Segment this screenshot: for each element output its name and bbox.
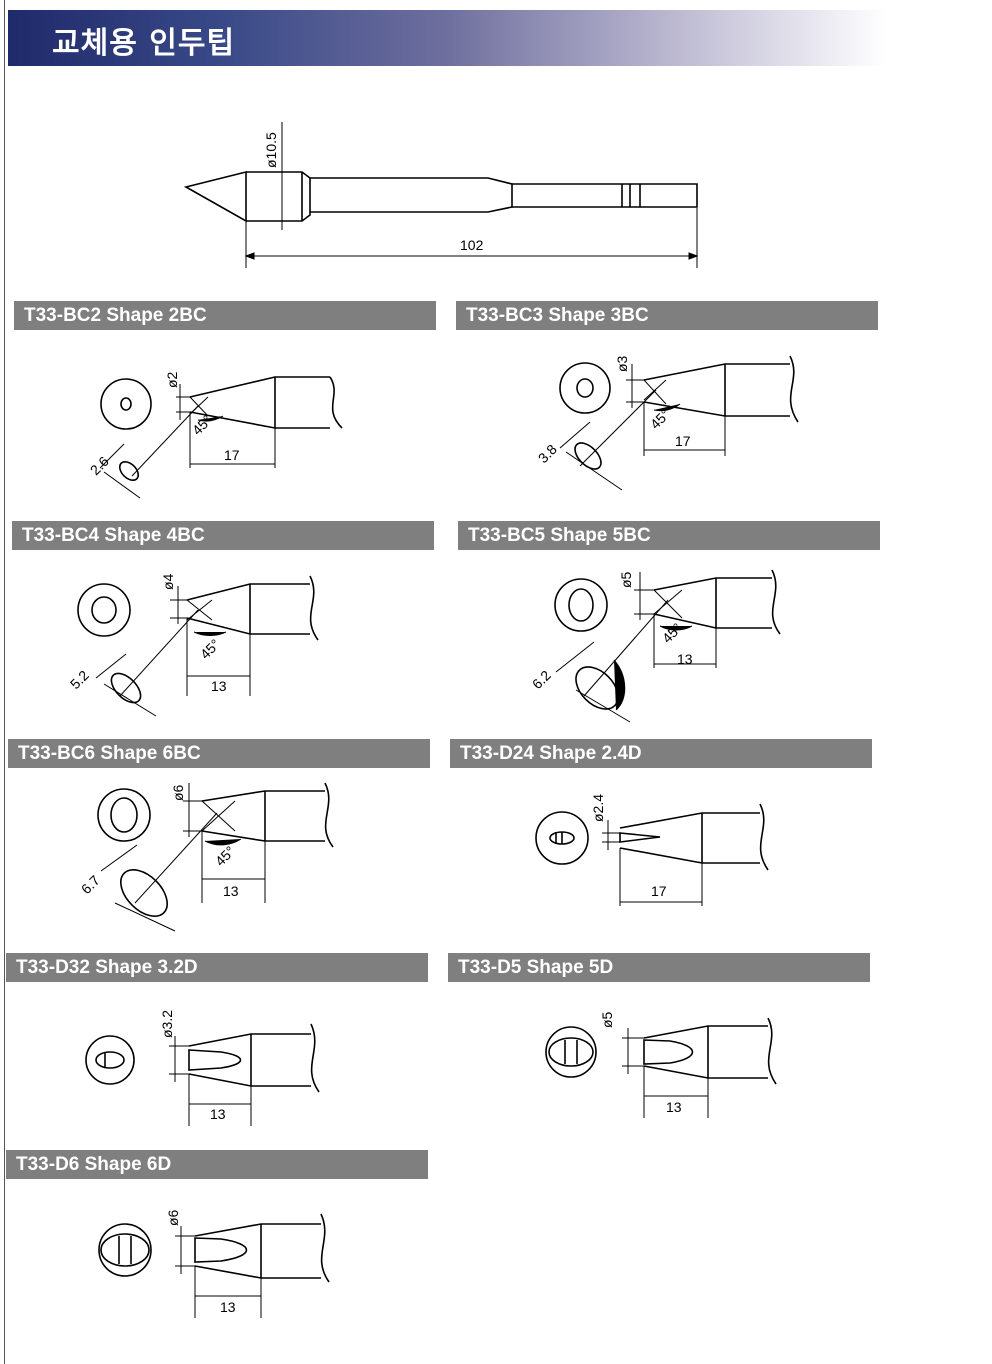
bc4-dia-label: ø4 xyxy=(160,573,176,590)
d6-length-label: 13 xyxy=(220,1299,236,1315)
section-title: T33-D32 Shape 3.2D xyxy=(16,957,198,978)
d6-dia-label: ø6 xyxy=(165,1209,181,1226)
section-bar-bc2: T33-BC2 Shape 2BC xyxy=(14,301,436,330)
bc6-dia-label: ø6 xyxy=(170,784,186,801)
section-bar-d24: T33-D24 Shape 2.4D xyxy=(450,739,872,768)
section-bar-bc5: T33-BC5 Shape 5BC xyxy=(458,521,880,550)
overall-tip-drawing: ø10.5 102 xyxy=(183,122,699,268)
overall-diameter-label: ø10.5 xyxy=(263,132,279,168)
bc3-dia-label: ø3 xyxy=(614,355,630,372)
bc6-length-label: 13 xyxy=(223,883,239,899)
tip-drawing-bc5: ø5 45° 13 6.2 xyxy=(529,569,781,723)
tip-drawing-d32: ø3.2 13 xyxy=(85,1010,320,1126)
section-title: T33-BC5 Shape 5BC xyxy=(468,525,651,546)
d32-length-label: 13 xyxy=(210,1106,226,1122)
d24-dia-label: ø2.4 xyxy=(590,794,606,822)
section-bar-d6: T33-D6 Shape 6D xyxy=(6,1150,428,1179)
bc3-length-label: 17 xyxy=(675,433,691,449)
section-title: T33-D6 Shape 6D xyxy=(16,1154,172,1175)
bc6-face-label: 6.7 xyxy=(78,872,103,897)
d24-length-label: 17 xyxy=(651,883,667,899)
tip-drawing-bc6: ø6 45° 13 6.7 xyxy=(78,782,334,932)
bc5-dia-label: ø5 xyxy=(618,571,634,588)
section-bar-bc6: T33-BC6 Shape 6BC xyxy=(8,739,430,768)
page-left-rule xyxy=(4,0,5,1364)
bc2-length-label: 17 xyxy=(224,447,240,463)
bc2-dia-label: ø2 xyxy=(164,371,180,388)
bc6-angle-label: 45° xyxy=(212,843,238,869)
tip-drawing-bc4: ø4 45° 13 5.2 xyxy=(67,573,319,717)
bc5-face-label: 6.2 xyxy=(529,667,554,692)
tip-drawing-d5: ø5 13 xyxy=(545,1011,777,1118)
overall-length-label: 102 xyxy=(460,237,484,253)
section-title: T33-D5 Shape 5D xyxy=(458,957,614,978)
section-bar-bc3: T33-BC3 Shape 3BC xyxy=(456,301,878,330)
section-bar-d32: T33-D32 Shape 3.2D xyxy=(6,953,428,982)
bc5-length-label: 13 xyxy=(677,651,693,667)
bc3-face-label: 3.8 xyxy=(535,441,560,466)
tip-drawing-bc3: ø3 45° 17 3.8 xyxy=(535,355,799,491)
section-bar-bc4: T33-BC4 Shape 4BC xyxy=(12,521,434,550)
bc4-angle-label: 45° xyxy=(197,636,223,662)
d32-dia-label: ø3.2 xyxy=(159,1010,175,1038)
tip-drawing-bc2: ø2 45° 17 2.6 xyxy=(87,371,343,499)
section-title: T33-D24 Shape 2.4D xyxy=(460,743,642,764)
section-bar-d5: T33-D5 Shape 5D xyxy=(448,953,870,982)
bc2-face-label: 2.6 xyxy=(87,453,112,478)
page-title: 교체용 인두팁 xyxy=(52,26,236,61)
header-banner: 교체용 인두팁 xyxy=(8,10,886,66)
d5-length-label: 13 xyxy=(666,1099,682,1115)
tip-drawing-d24: ø2.4 17 xyxy=(535,794,769,906)
bc4-length-label: 13 xyxy=(211,678,227,694)
d5-dia-label: ø5 xyxy=(599,1011,615,1028)
bc5-angle-label: 45° xyxy=(659,620,685,646)
section-title: T33-BC3 Shape 3BC xyxy=(466,305,649,326)
bc4-face-label: 5.2 xyxy=(67,667,92,692)
section-title: T33-BC2 Shape 2BC xyxy=(24,305,207,326)
section-title: T33-BC4 Shape 4BC xyxy=(22,525,205,546)
tip-drawing-d6: ø6 13 xyxy=(98,1209,330,1318)
section-title: T33-BC6 Shape 6BC xyxy=(18,743,201,764)
